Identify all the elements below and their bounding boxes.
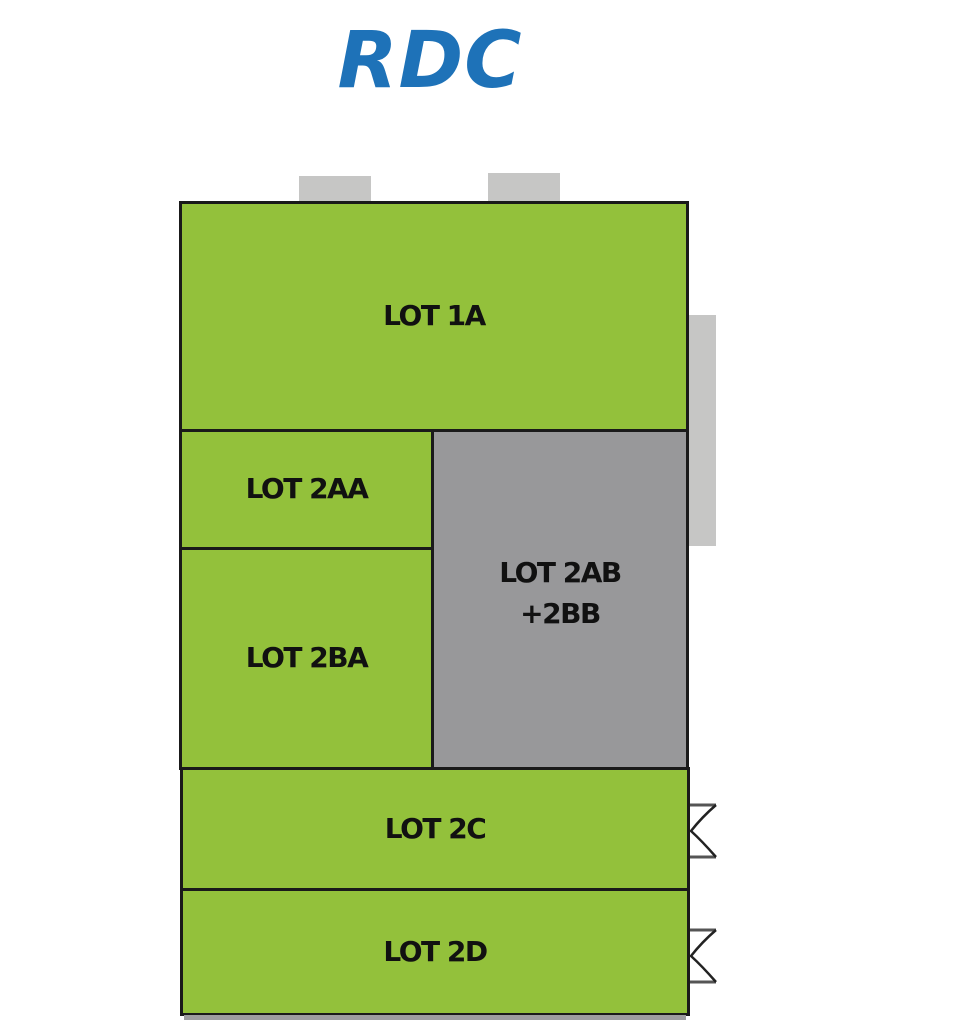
annex-block-right (689, 315, 716, 546)
lot-label: LOT 2AA (245, 472, 369, 506)
lot-label: LOT 1A (383, 299, 486, 333)
lot-1a[interactable]: LOT 1A (179, 201, 689, 432)
floor-title: RDC (337, 16, 523, 106)
door-swing-icon (689, 928, 717, 984)
lot-2ba[interactable]: LOT 2BA (179, 547, 434, 770)
lot-label: LOT 2C (384, 811, 487, 845)
annex-block-top-left (299, 176, 371, 204)
lot-2d[interactable]: LOT 2D (180, 888, 690, 1016)
adjacent-lot-edge (184, 1015, 686, 1020)
lot-2ab-2bb[interactable]: LOT 2AB +2BB (431, 429, 689, 770)
lot-label: LOT 2BA (245, 641, 369, 675)
lot-2aa[interactable]: LOT 2AA (179, 429, 434, 550)
door-swing-icon (689, 803, 717, 859)
lot-2c[interactable]: LOT 2C (180, 767, 690, 891)
annex-block-top-right (488, 173, 560, 204)
lot-label: LOT 2AB +2BB (499, 555, 622, 630)
lot-label: LOT 2D (383, 934, 488, 968)
